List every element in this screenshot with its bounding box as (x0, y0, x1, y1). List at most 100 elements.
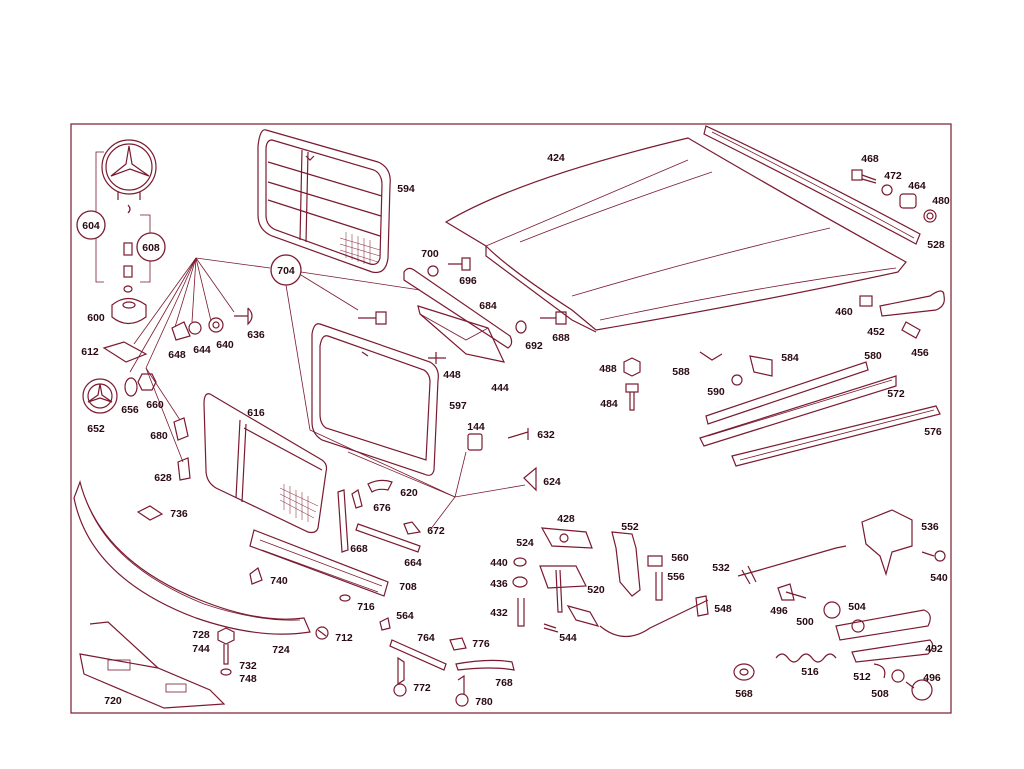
label-520: 520 (587, 584, 605, 596)
label-580: 580 (864, 350, 882, 362)
callout-608: 608 (136, 232, 166, 262)
hardware-468-480 (851, 169, 937, 223)
grille-616 (203, 393, 328, 534)
bumper-724 (73, 480, 311, 635)
grille-594 (257, 129, 391, 274)
label-624: 624 (543, 476, 561, 488)
label-688: 688 (552, 332, 570, 344)
parts-left-cluster (82, 307, 253, 481)
label-728: 728 (192, 629, 210, 641)
label-620: 620 (400, 487, 418, 499)
label-500: 500 (796, 616, 814, 628)
leader-lines (129, 257, 526, 531)
label-676: 676 (373, 502, 391, 514)
label-628: 628 (154, 472, 172, 484)
label-424: 424 (547, 152, 565, 164)
hinge-bracket-452 (859, 290, 945, 339)
label-440: 440 (490, 557, 508, 569)
label-672: 672 (427, 525, 445, 537)
callout-604-text: 604 (82, 220, 100, 232)
screws-716-712 (315, 594, 351, 640)
undertray-720 (79, 621, 226, 709)
label-712: 712 (335, 632, 353, 644)
label-590: 590 (707, 386, 725, 398)
label-632: 632 (537, 429, 555, 441)
label-648: 648 (168, 349, 186, 361)
label-552: 552 (621, 521, 639, 533)
trim-strips-684-444 (403, 257, 567, 363)
label-516: 516 (801, 666, 819, 678)
label-528: 528 (927, 239, 945, 251)
label-460: 460 (835, 306, 853, 318)
label-616: 616 (247, 407, 265, 419)
label-532: 532 (712, 562, 730, 574)
label-597: 597 (449, 400, 467, 412)
label-732: 732 (239, 660, 257, 672)
part-labels: 424 468 472 464 480 528 594 700 696 684 … (81, 152, 950, 708)
label-556: 556 (667, 571, 685, 583)
hinge-arm-492 (733, 583, 934, 701)
label-640: 640 (216, 339, 234, 351)
label-456: 456 (911, 347, 929, 359)
callout-704-text: 704 (277, 265, 295, 277)
label-720: 720 (104, 695, 122, 707)
label-768: 768 (495, 677, 513, 689)
hood-424 (444, 137, 907, 333)
label-548: 548 (714, 603, 732, 615)
callout-604: 604 (76, 210, 106, 240)
label-680: 680 (150, 430, 168, 442)
label-496-upper: 496 (770, 605, 788, 617)
label-540: 540 (930, 572, 948, 584)
label-644: 644 (193, 344, 211, 356)
label-492: 492 (925, 643, 943, 655)
label-594: 594 (397, 183, 415, 195)
hood-latch-assembly (512, 527, 709, 638)
label-512: 512 (853, 671, 871, 683)
label-464: 464 (908, 180, 926, 192)
seal-strips (699, 361, 941, 467)
label-576: 576 (924, 426, 942, 438)
label-572: 572 (887, 388, 905, 400)
label-472: 472 (884, 170, 902, 182)
callout-704: 704 (270, 254, 302, 286)
label-480: 480 (932, 195, 950, 207)
label-724: 724 (272, 644, 290, 656)
label-652: 652 (87, 423, 105, 435)
diagram-frame (70, 123, 952, 714)
label-524: 524 (516, 537, 534, 549)
lamp-surround-597 (311, 323, 439, 476)
callout-608-text: 608 (142, 242, 160, 254)
small-parts-bottom-center (379, 617, 515, 707)
label-764: 764 (417, 632, 435, 644)
star-emblem (101, 139, 157, 200)
label-612: 612 (81, 346, 99, 358)
label-772: 772 (413, 682, 431, 694)
strips-668-664 (337, 489, 422, 553)
label-664: 664 (404, 557, 422, 569)
label-708: 708 (399, 581, 417, 593)
label-504: 504 (848, 601, 866, 613)
lower-grille-708 (249, 529, 389, 597)
label-544: 544 (559, 632, 577, 644)
label-692: 692 (525, 340, 543, 352)
hood-seal-528 (703, 125, 921, 245)
label-444: 444 (491, 382, 509, 394)
label-700: 700 (421, 248, 439, 260)
release-cable-532 (695, 545, 847, 617)
label-452: 452 (867, 326, 885, 338)
label-588: 588 (672, 366, 690, 378)
label-584: 584 (781, 352, 799, 364)
label-776: 776 (472, 638, 490, 650)
label-428: 428 (557, 513, 575, 525)
label-696: 696 (459, 275, 477, 287)
clips-144-632 (351, 428, 537, 509)
label-560: 560 (671, 552, 689, 564)
label-656: 656 (121, 404, 139, 416)
label-600: 600 (87, 312, 105, 324)
emblem-spring-parts (111, 204, 147, 325)
label-748: 748 (239, 673, 257, 685)
label-716: 716 (357, 601, 375, 613)
label-780: 780 (475, 696, 493, 708)
bolt-728 (217, 627, 235, 676)
